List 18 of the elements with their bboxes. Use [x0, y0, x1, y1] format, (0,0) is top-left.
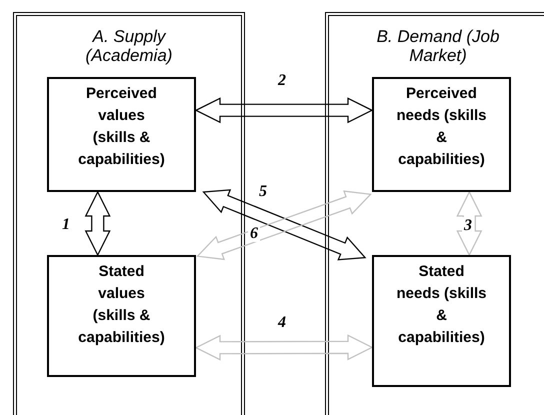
box-label: Stated values (skills & capabilities)	[77, 262, 166, 348]
process-box	[47, 255, 196, 377]
edge-label: 6	[248, 225, 260, 242]
double-block-arrow	[84, 190, 111, 256]
process-box	[47, 77, 196, 192]
double-block-arrow	[456, 190, 482, 256]
double-block-arrow	[194, 97, 374, 124]
panel-frame	[13, 12, 245, 415]
double-block-arrow	[194, 334, 374, 361]
panel-frame	[325, 12, 544, 415]
process-box	[372, 255, 511, 387]
box-label: Perceived needs (skills & capabilities)	[396, 84, 487, 170]
box-label: Perceived values (skills & capabilities)	[77, 84, 166, 170]
process-box	[372, 77, 511, 192]
panel-heading: B. Demand (Job Market)	[376, 27, 500, 65]
panel-heading: A. Supply (Academia)	[84, 27, 174, 65]
edge-label: 3	[462, 217, 474, 234]
box-label: Stated needs (skills & capabilities)	[396, 262, 487, 348]
